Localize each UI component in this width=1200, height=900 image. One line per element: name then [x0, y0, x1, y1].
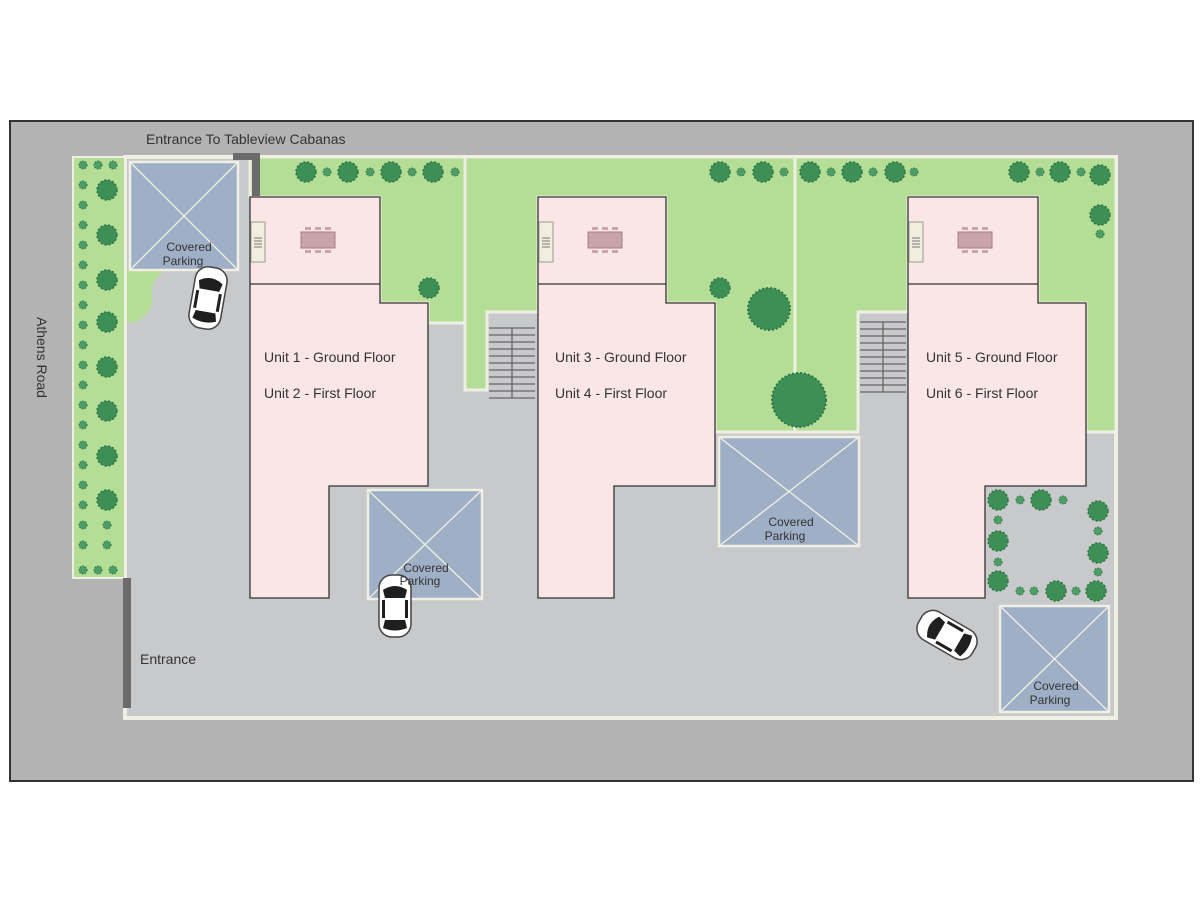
entrance-label: Entrance [140, 651, 196, 667]
building-unit-1-2 [249, 196, 429, 599]
grill-2 [538, 221, 554, 263]
building-unit-3-4 [537, 196, 716, 599]
unit-5-ground-floor-label: Unit 5 - Ground Floor [926, 349, 1058, 365]
covered-parking-1-label: Covered [166, 240, 211, 254]
entrance-wall-left [123, 578, 131, 708]
lawn-patch [127, 268, 168, 322]
unit-2-first-floor-label: Unit 2 - First Floor [264, 385, 376, 401]
entrance-wall-top-side [252, 153, 260, 196]
entrance-to-tableview-cabanas-label: Entrance To Tableview Cabanas [146, 131, 346, 147]
unit-1-ground-floor-label: Unit 1 - Ground Floor [264, 349, 396, 365]
unit-6-first-floor-label: Unit 6 - First Floor [926, 385, 1038, 401]
covered-parking-3-label-2: Parking [765, 529, 806, 543]
unit-4-first-floor-label: Unit 4 - First Floor [555, 385, 667, 401]
covered-parking-3-label: Covered [768, 515, 813, 529]
athens-road-label: Athens Road [34, 317, 50, 398]
covered-parking-4-label: Covered [1033, 679, 1078, 693]
covered-parking-2-label: Covered [403, 561, 448, 575]
unit-3-ground-floor-label: Unit 3 - Ground Floor [555, 349, 687, 365]
garden-trees [295, 161, 1111, 428]
entrance-wall-top [233, 153, 260, 160]
covered-parking-4 [998, 604, 1111, 714]
covered-parking-1 [128, 160, 240, 272]
covered-parking-3 [717, 435, 861, 548]
grill-1 [250, 221, 266, 263]
covered-parking-4-label-2: Parking [1030, 693, 1071, 707]
covered-parking-2-label-2: Parking [400, 574, 441, 588]
building-unit-5-6 [907, 196, 1087, 599]
grill-3 [908, 221, 924, 263]
covered-parking-1-label-2: Parking [163, 254, 204, 268]
